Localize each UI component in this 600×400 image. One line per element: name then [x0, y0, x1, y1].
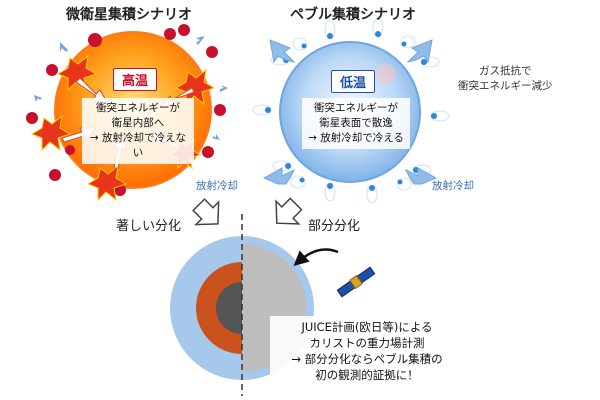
- debris-dots: [26, 24, 226, 196]
- radiation-arrows-right: [262, 39, 438, 185]
- left-cooling-label: 放射冷却: [196, 180, 238, 192]
- hot-badge: 高温: [113, 68, 158, 91]
- juice-note: JUICE計画(欧日等)による カリストの重力場計測 → 部分分化ならペブル集積…: [270, 316, 464, 386]
- cool-badge: 低温: [331, 70, 376, 93]
- pebbles: [252, 18, 450, 204]
- juice-line-4: 初の観測的証拠に！: [315, 368, 419, 382]
- right-cooling-label: 放射冷却: [432, 180, 474, 192]
- gas-drag-note: ガス抵抗で 衝突エネルギー減少: [458, 64, 553, 94]
- spacecraft: [336, 266, 376, 298]
- juice-line-1: JUICE計画(欧日等)による: [301, 320, 433, 334]
- layered-satellite-left-half: [170, 236, 242, 380]
- hot-text-line-1: 衝突エネルギーが: [96, 102, 180, 114]
- orbit-arrow: [293, 248, 339, 267]
- radiation-arrows-left: [34, 36, 228, 140]
- impact-bursts: [30, 54, 216, 202]
- surface-spot: [376, 64, 396, 84]
- hot-text-line-2: 衛星内部へ: [111, 117, 165, 129]
- left-result: 著しい分化: [116, 219, 182, 234]
- gas-note-line-2: 衝突エネルギー減少: [458, 80, 553, 92]
- down-arrow-left: [192, 198, 220, 226]
- gas-note-line-1: ガス抵抗で: [479, 65, 532, 77]
- right-title: ペブル集積シナリオ: [290, 7, 416, 23]
- hot-text-line-3: → 放射冷却で冷えない: [89, 132, 187, 159]
- cool-text-line-3: → 放射冷却で冷える: [308, 132, 404, 144]
- left-title: 微衛星集積シナリオ: [66, 7, 192, 23]
- cool-description: 衝突エネルギーが 衛星表面で散逸 → 放射冷却で冷える: [302, 98, 410, 149]
- down-arrow-right: [275, 197, 303, 225]
- juice-line-3: → 部分分化ならペブル集積の: [291, 352, 443, 366]
- cool-text-line-1: 衝突エネルギーが: [314, 102, 398, 114]
- juice-line-2: カリストの重力場計測: [309, 336, 425, 350]
- hot-description: 衝突エネルギーが 衛星内部へ → 放射冷却で冷えない: [82, 98, 194, 164]
- right-result: 部分分化: [308, 219, 361, 234]
- cool-text-line-2: 衛星表面で散逸: [319, 117, 393, 129]
